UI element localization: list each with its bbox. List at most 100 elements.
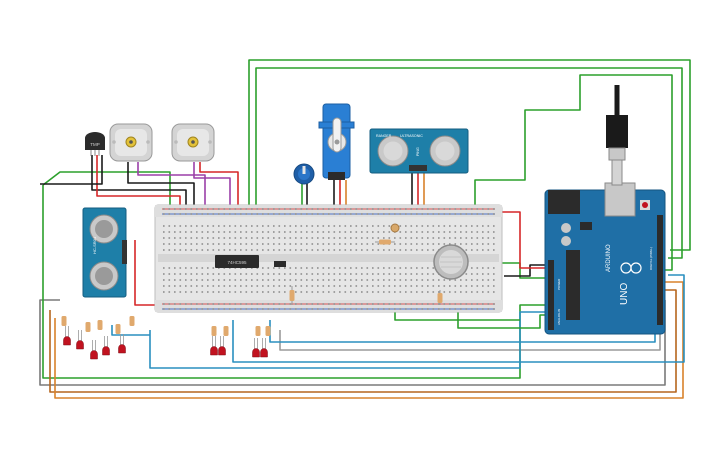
breadboard-hole — [240, 213, 242, 215]
breadboard-hole — [234, 285, 237, 287]
breadboard-hole — [471, 237, 473, 239]
wire-green-top-loop-2[interactable] — [255, 67, 683, 259]
led[interactable] — [102, 336, 110, 356]
wire-orange-bottom[interactable] — [54, 281, 684, 399]
resistor[interactable] — [115, 324, 121, 334]
ultrasonic-sensor-left[interactable]: HC-SR04 — [82, 207, 127, 298]
breadboard-hole — [432, 273, 435, 275]
potentiometer[interactable] — [293, 163, 315, 185]
breadboard-hole — [190, 303, 193, 305]
wire-green-bottom[interactable] — [42, 185, 548, 379]
photoresistor[interactable] — [390, 223, 400, 233]
resistor[interactable] — [255, 326, 261, 336]
ultrasonic-sensor-top[interactable]: ULTRASONIC RANGER PING — [369, 128, 469, 174]
led[interactable] — [90, 340, 98, 360]
breadboard-hole — [306, 243, 308, 245]
breadboard-hole — [399, 273, 402, 275]
breadboard-hole — [366, 279, 369, 281]
breadboard-hole — [366, 303, 369, 305]
breadboard-hole — [179, 237, 182, 239]
led-cluster-mid — [210, 326, 271, 358]
breadboard-hole — [427, 213, 429, 215]
breadboard-hole — [487, 303, 490, 305]
slide-switch[interactable] — [274, 261, 286, 267]
resistor-board-1[interactable] — [289, 286, 295, 305]
wire-green-usb-loop[interactable] — [474, 74, 673, 271]
breadboard-hole — [317, 249, 319, 251]
wire-gas-black[interactable] — [504, 264, 548, 277]
breadboard-hole — [427, 208, 429, 210]
resistor[interactable] — [61, 316, 67, 326]
breadboard-hole — [322, 231, 325, 233]
usb-cable[interactable] — [606, 85, 628, 186]
breadboard-hole — [372, 279, 374, 281]
breadboard-hole — [421, 237, 424, 239]
breadboard-hole — [460, 291, 462, 293]
wire-blue-2[interactable] — [232, 274, 685, 363]
breadboard-hole — [229, 308, 231, 310]
wire-motor1-b[interactable] — [137, 162, 206, 225]
breadboard-hole — [207, 225, 209, 227]
led[interactable] — [252, 338, 260, 358]
breadboard-hole — [460, 208, 462, 210]
breadboard-hole — [482, 213, 484, 215]
breadboard-hole — [471, 291, 473, 293]
temperature-sensor[interactable]: TMP — [85, 132, 105, 156]
breadboard-hole — [372, 213, 374, 215]
breadboard-hole — [234, 249, 237, 251]
wire-gray-bottom-1[interactable] — [39, 299, 666, 386]
breadboard-hole — [190, 208, 193, 210]
breadboard-hole — [256, 273, 259, 275]
breadboard-hole — [190, 308, 193, 310]
resistor[interactable] — [129, 316, 135, 326]
led[interactable] — [76, 330, 84, 350]
wire-blue-1[interactable] — [149, 311, 548, 369]
wire-black-sensor-2[interactable] — [40, 155, 103, 185]
breadboard-hole — [465, 213, 468, 215]
wire-red-to-arduino[interactable] — [500, 211, 548, 269]
breadboard-hole — [405, 273, 407, 275]
breadboard-hole — [383, 308, 385, 310]
breadboard-hole — [421, 213, 424, 215]
breadboard-hole — [251, 291, 253, 293]
dc-motor-2[interactable] — [171, 123, 215, 162]
resistor[interactable] — [211, 326, 217, 336]
breadboard-hole — [278, 225, 281, 227]
resistor[interactable] — [223, 326, 229, 336]
led[interactable] — [210, 336, 218, 356]
breadboard-hole — [207, 231, 209, 233]
resistor-board-2[interactable] — [375, 239, 395, 245]
arduino-uno[interactable]: ARDUINO UNO DIGITAL (PWM~) POWER ANALOG … — [544, 182, 666, 335]
dc-motor-1[interactable] — [109, 123, 153, 162]
breadboard-hole — [432, 237, 435, 239]
breadboard-hole — [190, 213, 193, 215]
resistor[interactable] — [265, 326, 271, 336]
breadboard-hole — [388, 267, 391, 269]
wire-motor1-a[interactable] — [127, 162, 195, 220]
led[interactable] — [260, 338, 268, 358]
wire-brown-bottom[interactable] — [49, 289, 677, 393]
breadboard-hole — [317, 267, 319, 269]
resistor[interactable] — [85, 322, 91, 332]
breadboard-hole — [168, 237, 171, 239]
breadboard-hole — [333, 249, 336, 251]
breadboard-hole — [476, 273, 479, 275]
breadboard-hole — [212, 285, 215, 287]
led[interactable] — [218, 336, 226, 356]
breadboard-hole — [295, 285, 297, 287]
servo-motor[interactable] — [318, 103, 355, 180]
resistor[interactable] — [97, 320, 103, 330]
breadboard-hole — [168, 291, 171, 293]
led[interactable] — [118, 334, 126, 354]
breadboard-hole — [267, 243, 270, 245]
resistor-board-3[interactable] — [437, 290, 443, 305]
breadboard-hole — [416, 231, 418, 233]
gas-sensor[interactable] — [433, 244, 469, 280]
breadboard-hole — [366, 237, 369, 239]
led[interactable] — [63, 326, 71, 346]
wire-green-top-loop[interactable] — [248, 59, 691, 251]
breadboard-hole — [476, 237, 479, 239]
breadboard-hole — [278, 303, 281, 305]
shift-register-ic[interactable]: 74HC595 — [215, 255, 259, 268]
wire-led-cluster-blue[interactable] — [111, 325, 150, 336]
